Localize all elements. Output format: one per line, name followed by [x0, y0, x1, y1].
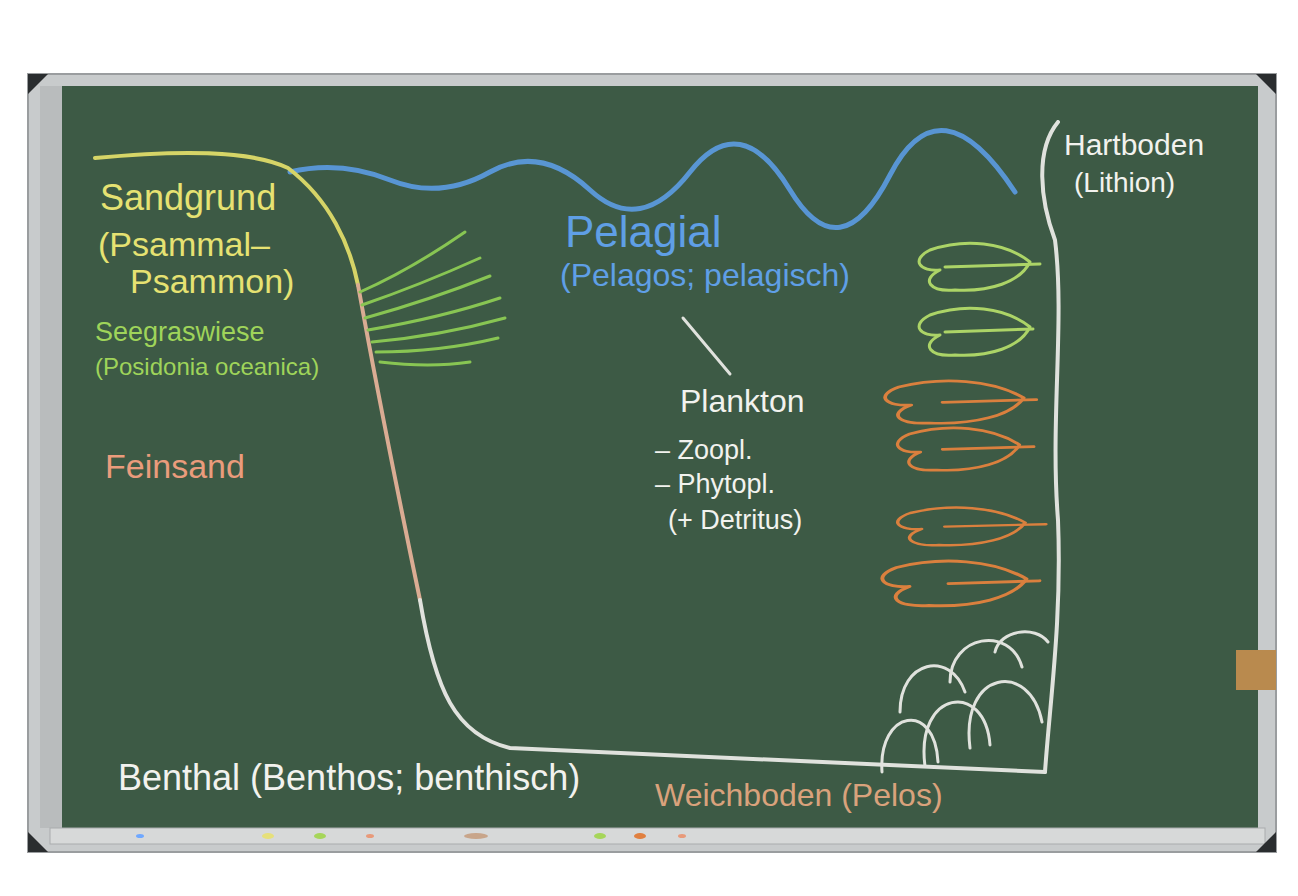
label-text: (Psammal– Psammon)	[98, 225, 294, 300]
chalk-tray	[50, 828, 1265, 844]
board-frame	[28, 74, 1276, 852]
list-item: – Phytopl.	[655, 470, 775, 500]
wooden-block	[1236, 650, 1276, 690]
label-text: Seegraswiese	[95, 317, 265, 347]
label-text: Plankton	[680, 383, 805, 419]
chalk-pieces	[136, 833, 686, 839]
label-text: – Zoopl.	[655, 435, 753, 465]
label-text: Sandgrund	[100, 177, 276, 218]
label-text: (Lithion)	[1074, 167, 1175, 198]
zone-label: Seegraswiese	[95, 318, 265, 348]
seagrass	[360, 232, 505, 365]
zone-term: (Lithion)	[1074, 168, 1175, 199]
label-text: Weichboden (Pelos)	[655, 777, 943, 813]
label-text: Feinsand	[105, 447, 245, 485]
group-label: Plankton	[680, 384, 805, 419]
label-text: Pelagial	[565, 207, 722, 256]
sea-floor	[420, 600, 1045, 772]
red-algae	[882, 381, 1046, 606]
green-algae	[919, 243, 1040, 355]
zone-label: Weichboden (Pelos)	[655, 778, 943, 813]
label-text: (+ Detritus)	[668, 505, 802, 535]
zone-term: (Pelagos; pelagisch)	[560, 258, 850, 293]
fine-sand-slope	[358, 285, 420, 600]
list-item: – Zoopl.	[655, 436, 753, 466]
leader-line	[683, 318, 730, 374]
label-text: (Posidonia oceanica)	[95, 353, 319, 380]
label-text: Benthal (Benthos; benthisch)	[118, 757, 580, 798]
label-text: – Phytopl.	[655, 469, 775, 499]
frame-corners	[28, 74, 1276, 852]
rock-boulders	[882, 632, 1048, 772]
zone-term: (Psammal– Psammon)	[98, 226, 345, 301]
label-text: Hartboden	[1064, 128, 1204, 161]
label-text: (Pelagos; pelagisch)	[560, 257, 850, 293]
zone-label: Sandgrund	[100, 178, 276, 218]
rock-wall	[1042, 122, 1059, 772]
species-name: (Posidonia oceanica)	[95, 354, 319, 380]
board-wing	[40, 86, 62, 828]
zone-label: Benthal (Benthos; benthisch)	[118, 758, 580, 798]
zone-label: Feinsand	[105, 448, 245, 485]
board-surface	[62, 86, 1258, 828]
list-item: (+ Detritus)	[668, 506, 802, 536]
zone-label: Pelagial	[565, 208, 722, 256]
zone-label: Hartboden	[1064, 128, 1204, 161]
